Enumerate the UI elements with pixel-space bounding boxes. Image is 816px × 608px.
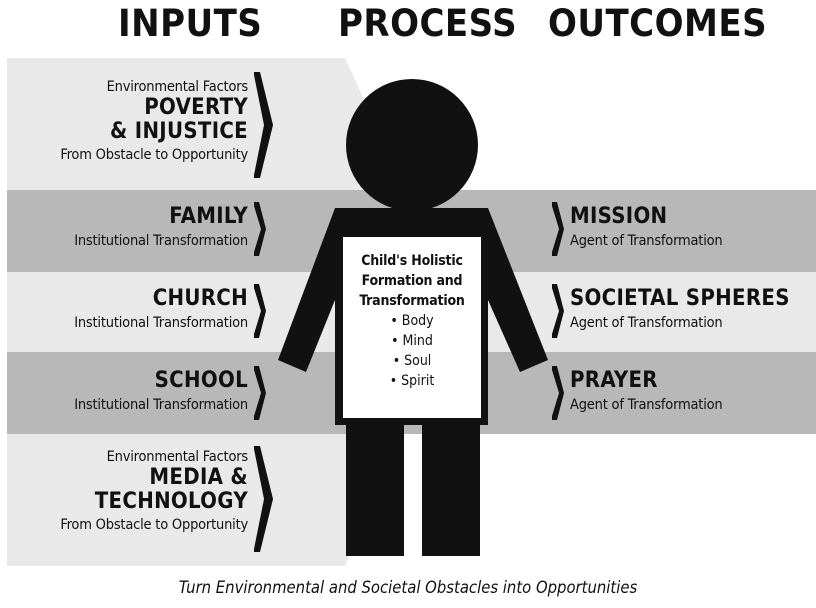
school-subtitle: Institutional Transformation bbox=[74, 397, 248, 413]
header-outcomes: OUTCOMES bbox=[548, 2, 768, 45]
chevron-family-icon bbox=[254, 202, 266, 256]
school-title: SCHOOL bbox=[154, 368, 248, 393]
child-title-line-3: Transformation bbox=[359, 293, 465, 309]
chevron-media-icon bbox=[254, 446, 273, 552]
societal-title: SOCIETAL SPHERES bbox=[570, 286, 790, 311]
media-title-2: TECHNOLOGY bbox=[94, 489, 248, 514]
poverty-env-label: Environmental Factors bbox=[106, 79, 249, 95]
prayer-title: PRAYER bbox=[570, 368, 658, 393]
media-env-label: Environmental Factors bbox=[106, 449, 249, 465]
child-head bbox=[346, 79, 478, 211]
societal-subtitle: Agent of Transformation bbox=[570, 315, 723, 331]
mission-subtitle: Agent of Transformation bbox=[570, 233, 723, 249]
child-title-line-1: Child's Holistic bbox=[361, 253, 463, 269]
chevron-church-icon bbox=[254, 284, 266, 338]
bullet-spirit: • Spirit bbox=[389, 373, 435, 389]
child-title-line-2: Formation and bbox=[361, 273, 463, 289]
header-inputs: INPUTS bbox=[118, 2, 263, 45]
chevron-prayer-icon bbox=[552, 366, 564, 420]
chevron-mission-icon bbox=[552, 202, 564, 256]
poverty-title-2: & INJUSTICE bbox=[110, 119, 248, 144]
bullet-body: • Body bbox=[390, 313, 434, 329]
header-process: PROCESS bbox=[338, 2, 518, 45]
outcome-prayer: PRAYER Agent of Transformation bbox=[570, 368, 723, 414]
family-title: FAMILY bbox=[169, 204, 248, 229]
band-media bbox=[7, 434, 405, 566]
chevron-school-icon bbox=[254, 366, 266, 420]
chevron-societal-icon bbox=[552, 284, 564, 338]
mission-title: MISSION bbox=[570, 204, 668, 229]
bullet-soul: • Soul bbox=[392, 353, 432, 369]
poverty-subtitle: From Obstacle to Opportunity bbox=[60, 147, 248, 163]
media-subtitle: From Obstacle to Opportunity bbox=[60, 517, 248, 533]
prayer-subtitle: Agent of Transformation bbox=[570, 397, 723, 413]
input-church: CHURCH Institutional Transformation bbox=[74, 287, 248, 332]
outcome-mission: MISSION Agent of Transformation bbox=[570, 204, 723, 250]
poverty-title-1: POVERTY bbox=[144, 95, 248, 120]
child-leg-left bbox=[346, 424, 404, 556]
input-poverty: Environmental Factors POVERTY & INJUSTIC… bbox=[60, 78, 248, 164]
child-formation-box: Child's Holistic Formation and Transform… bbox=[338, 232, 486, 423]
input-school: SCHOOL Institutional Transformation bbox=[74, 369, 248, 414]
band-poverty bbox=[7, 58, 405, 190]
child-formation-title: Child's Holistic Formation and Transform… bbox=[343, 251, 481, 311]
chevron-poverty-icon bbox=[254, 72, 273, 178]
footer-caption: Turn Environmental and Societal Obstacle… bbox=[178, 578, 638, 597]
church-title: CHURCH bbox=[152, 286, 248, 311]
family-subtitle: Institutional Transformation bbox=[74, 233, 248, 249]
input-media: Environmental Factors MEDIA & TECHNOLOGY… bbox=[60, 448, 248, 534]
outcome-societal: SOCIETAL SPHERES Agent of Transformation bbox=[570, 287, 790, 332]
child-leg-right bbox=[422, 424, 480, 556]
media-title-1: MEDIA & bbox=[149, 465, 248, 490]
input-family: FAMILY Institutional Transformation bbox=[74, 205, 248, 250]
bullet-mind: • Mind bbox=[391, 333, 433, 349]
church-subtitle: Institutional Transformation bbox=[74, 315, 248, 331]
